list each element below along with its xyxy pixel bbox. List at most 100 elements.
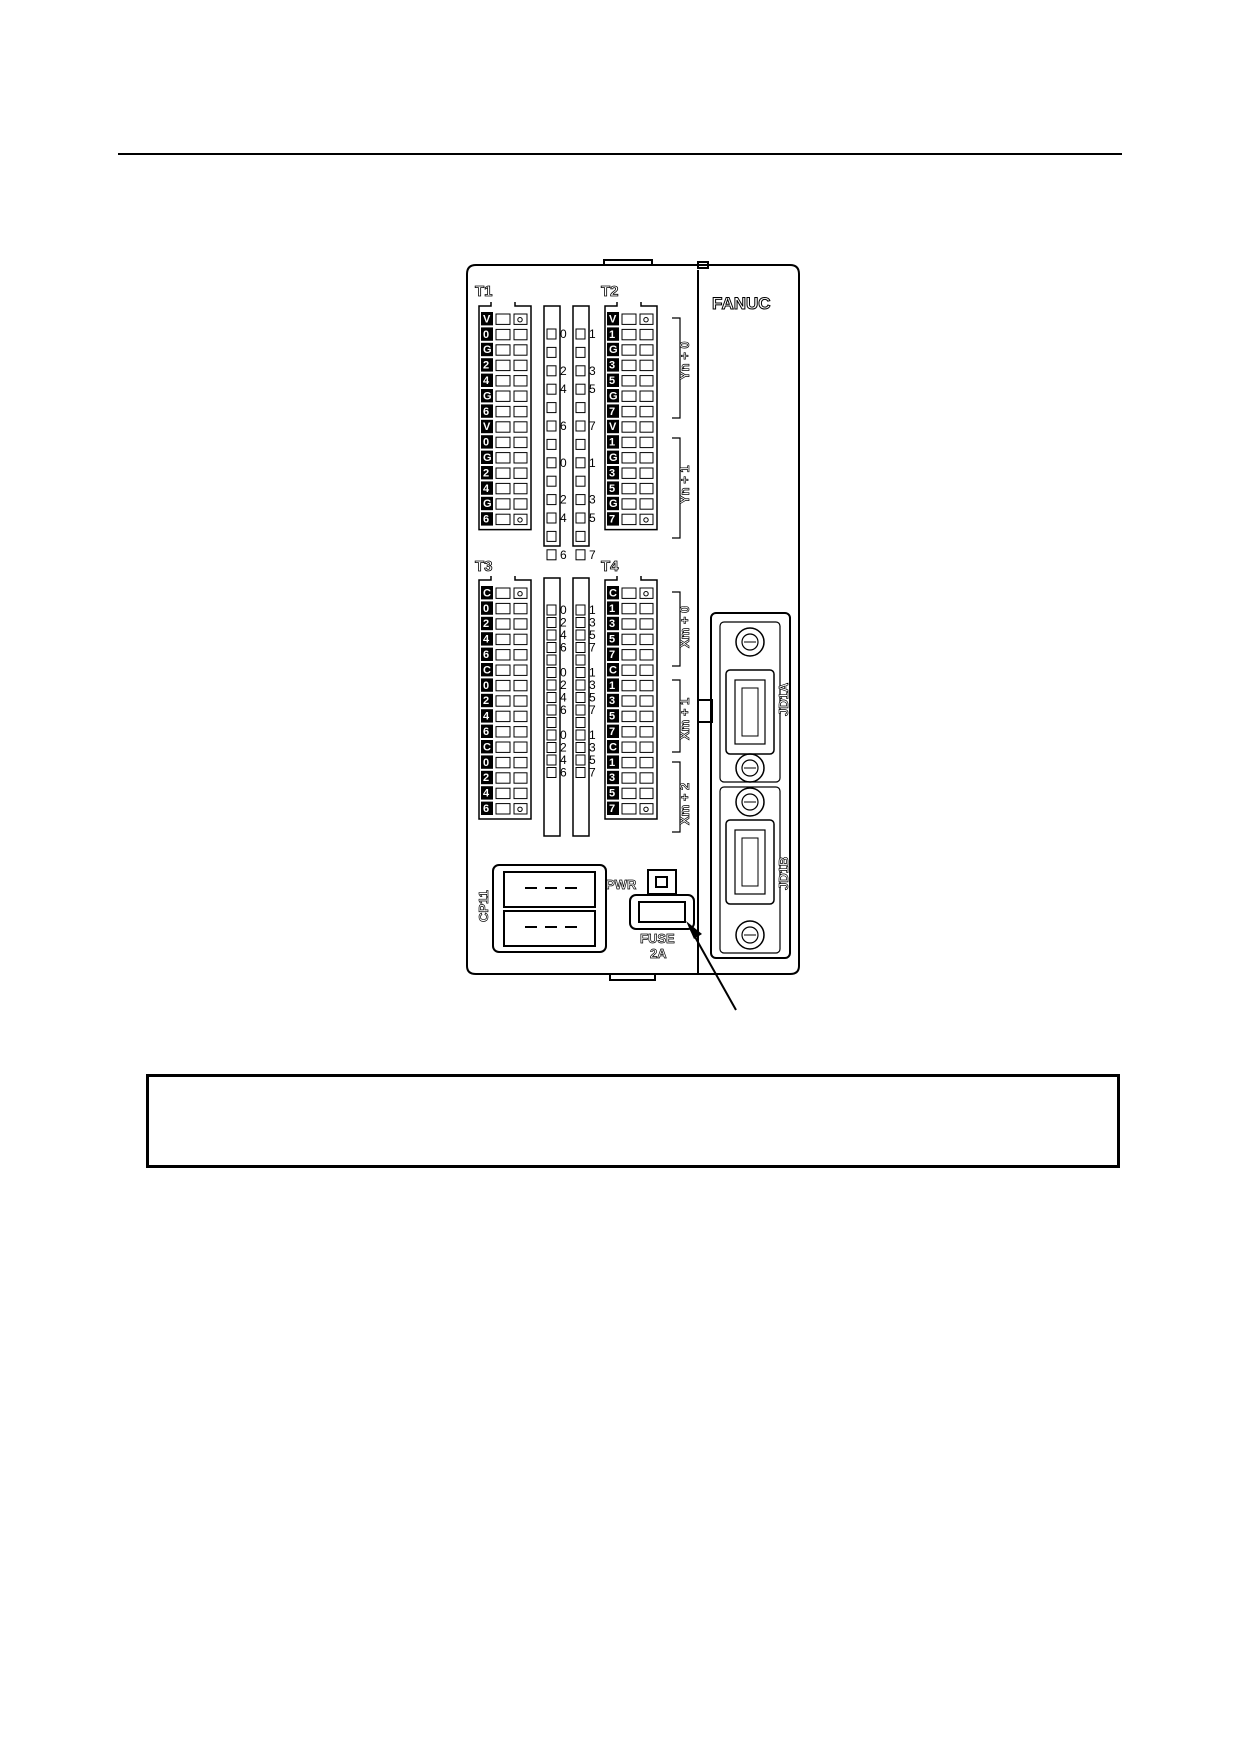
t2-terminal-label: 5 bbox=[609, 483, 615, 495]
led-window bbox=[575, 365, 586, 377]
led-window bbox=[575, 549, 586, 561]
fuse-body bbox=[638, 901, 686, 923]
t2-terminal-screw bbox=[639, 313, 654, 325]
t3-terminal-slot bbox=[495, 664, 511, 676]
t4-terminal-slot bbox=[621, 741, 637, 753]
t1-terminal-label: 0 bbox=[483, 329, 489, 341]
t1-terminal-marker bbox=[481, 435, 493, 449]
led-digit: 4 bbox=[560, 753, 567, 767]
t1-terminal-label: 2 bbox=[483, 467, 489, 479]
t2-terminal-screw bbox=[639, 359, 654, 372]
t2-terminal-screw bbox=[639, 390, 654, 402]
t4-terminal-marker bbox=[607, 678, 619, 692]
t1-terminal-screw bbox=[513, 390, 528, 402]
led-window bbox=[546, 692, 557, 703]
led-window bbox=[575, 457, 586, 469]
t1-terminal-slot bbox=[495, 513, 511, 526]
t1-terminal-slot bbox=[495, 328, 511, 341]
t3-terminal-marker bbox=[481, 647, 493, 661]
led-digit: 3 bbox=[589, 364, 596, 378]
led-window bbox=[575, 438, 586, 450]
t4-terminal-marker bbox=[607, 786, 619, 800]
note-box bbox=[146, 1074, 1120, 1168]
t2-terminal-marker bbox=[607, 512, 619, 526]
io-module-diagram: V0G24G6V0G24G6V1G35G7V1G35G7C0246C0246C0… bbox=[466, 259, 800, 1011]
led-window bbox=[575, 475, 586, 487]
t3-terminal-marker bbox=[481, 693, 493, 708]
led-digit: 4 bbox=[560, 628, 567, 642]
t3-terminal-slot bbox=[495, 679, 511, 692]
t1-terminal-slot bbox=[495, 390, 511, 402]
jd1b-port-frame bbox=[725, 819, 775, 905]
t1-label: T1 bbox=[475, 283, 493, 300]
t3-terminal-slot bbox=[495, 602, 511, 615]
t2-terminal-marker bbox=[607, 404, 619, 418]
t4-terminal-slot bbox=[621, 633, 637, 646]
t2-terminal-label: G bbox=[609, 344, 618, 356]
t3-terminal-slot bbox=[495, 618, 511, 630]
t1-terminal-slot bbox=[495, 405, 511, 418]
led-digit: 4 bbox=[560, 511, 567, 525]
t1-terminal-screw bbox=[513, 452, 528, 464]
led-window bbox=[575, 754, 586, 766]
t3-terminal-screw bbox=[513, 787, 528, 800]
t2-terminal-marker bbox=[607, 435, 619, 449]
t2-terminal-label: G bbox=[609, 390, 618, 402]
t3-terminal-label: 0 bbox=[483, 603, 489, 615]
led-digit: 7 bbox=[589, 548, 596, 562]
led-digit: 5 bbox=[589, 753, 596, 767]
t1-terminal-screw bbox=[513, 421, 528, 433]
t1-terminal-marker bbox=[481, 450, 493, 464]
t1-terminal-marker bbox=[481, 419, 493, 434]
t3-terminal-screw bbox=[513, 679, 528, 692]
dovetail-notch bbox=[697, 261, 709, 269]
t3-terminal-marker bbox=[481, 755, 493, 769]
t4-terminal-screw bbox=[639, 602, 654, 615]
t3-terminal-label: 2 bbox=[483, 772, 489, 784]
led-digit: 6 bbox=[560, 419, 567, 433]
led-window bbox=[575, 717, 586, 728]
led-window bbox=[575, 629, 586, 641]
t3-terminal-marker bbox=[481, 724, 493, 738]
led-window bbox=[575, 328, 586, 340]
led-window bbox=[575, 617, 586, 628]
t1-terminal-label: 4 bbox=[483, 375, 490, 387]
connector-panel bbox=[710, 612, 791, 959]
t2-terminal-screw bbox=[639, 482, 654, 495]
t4-terminal-slot bbox=[621, 710, 637, 723]
t4-terminal-marker bbox=[607, 647, 619, 661]
led-window bbox=[546, 742, 557, 753]
t1-terminal-slot bbox=[495, 344, 511, 356]
t2-terminal-marker bbox=[607, 389, 619, 403]
t3-terminal-screw bbox=[513, 710, 528, 723]
module-body bbox=[466, 264, 800, 975]
t3-terminal-marker bbox=[481, 601, 493, 615]
group-bracket bbox=[672, 679, 681, 753]
led-window bbox=[575, 512, 586, 524]
t2-terminal-marker bbox=[607, 466, 619, 480]
t4-terminal-marker bbox=[607, 663, 619, 677]
t4-terminal-screw bbox=[639, 679, 654, 692]
t4-terminal-label: C bbox=[609, 741, 617, 753]
connector-screw-inner bbox=[741, 926, 759, 944]
t1-terminal-slot bbox=[495, 436, 511, 449]
t1-housing bbox=[478, 302, 532, 531]
led-digit: 1 bbox=[589, 327, 596, 341]
t3-terminal-slot bbox=[495, 633, 511, 646]
group-label-xm0: Xm + 0 bbox=[677, 606, 692, 648]
t3-terminal-screw bbox=[513, 726, 528, 738]
t1-terminal-label: G bbox=[483, 498, 492, 510]
t4-terminal-label: C bbox=[609, 664, 617, 676]
t1-terminal-slot bbox=[495, 359, 511, 372]
t1-terminal-marker bbox=[481, 466, 493, 480]
t4-terminal-label: 1 bbox=[609, 680, 615, 692]
t3-terminal-marker bbox=[481, 616, 493, 631]
t1-terminal-marker bbox=[481, 389, 493, 403]
connector-screw-outer bbox=[735, 753, 765, 783]
t1-terminal-label: G bbox=[483, 390, 492, 402]
cp11-housing bbox=[492, 864, 607, 953]
t3-terminal-label: 4 bbox=[483, 788, 490, 800]
led-digit: 2 bbox=[560, 493, 567, 507]
t1-terminal-slot bbox=[495, 452, 511, 464]
led-digit: 4 bbox=[560, 691, 567, 705]
